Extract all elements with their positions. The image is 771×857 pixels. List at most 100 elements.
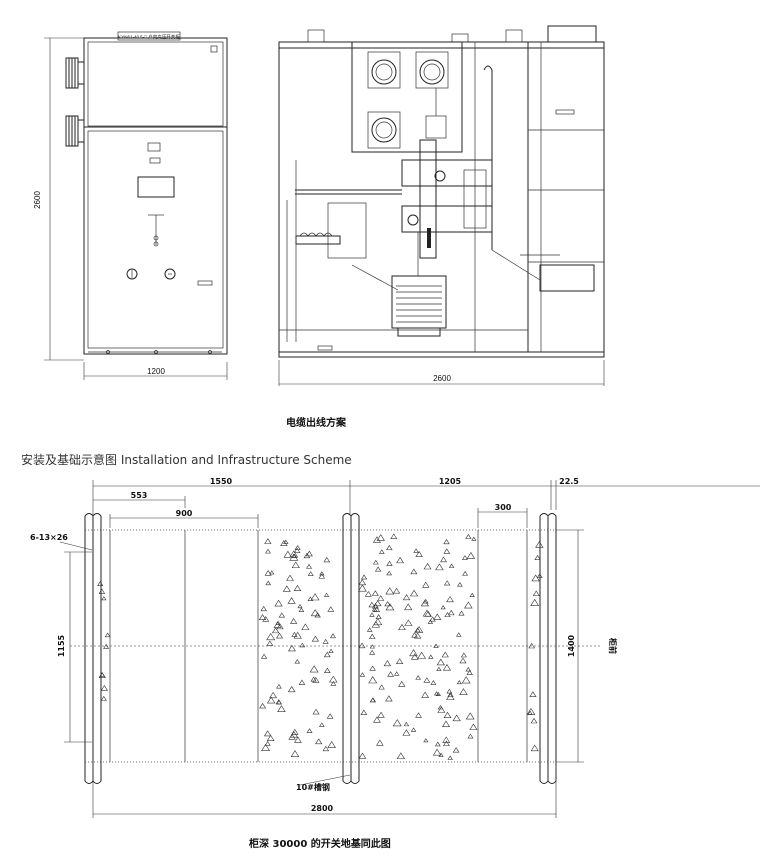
hatch-mark (276, 623, 284, 630)
hatch-mark (283, 550, 293, 558)
hatch-mark (259, 702, 267, 709)
hatch-mark (378, 684, 385, 690)
vent-grill-upper (65, 57, 85, 89)
hatch-mark (440, 556, 447, 563)
hatch-mark (99, 672, 105, 677)
hatch-mark (398, 623, 406, 631)
hatch-mark (374, 566, 382, 572)
hatch-mark (287, 644, 296, 652)
hatch-mark (410, 727, 417, 732)
hatch-mark (303, 552, 311, 559)
hatch-mark (293, 584, 302, 592)
hatch-mark (442, 736, 451, 743)
hatch-mark (441, 651, 449, 658)
hatch-mark (100, 695, 107, 701)
hatch-mark (294, 659, 301, 664)
hatch-mark (435, 691, 441, 696)
hatch-mark (444, 612, 451, 618)
hatch-mark (369, 649, 376, 655)
hatch-mark (436, 658, 445, 666)
hatch-mark (409, 589, 419, 597)
hatch-mark (324, 667, 331, 673)
hatch-mark (311, 635, 320, 642)
hatch-mark (260, 653, 268, 659)
vent-grill-lower (65, 115, 85, 147)
hatch-mark (312, 676, 320, 683)
hatch-mark (306, 728, 313, 734)
hatch-mark (442, 663, 452, 671)
hatch-mark (446, 693, 455, 701)
hatch-mark (436, 666, 442, 671)
hatch-mark (318, 722, 325, 727)
hatch-mark (413, 548, 419, 553)
hatch-mark (535, 540, 544, 548)
hatch-mark (326, 713, 334, 719)
hatch-mark (291, 553, 298, 558)
hatch-mark (262, 616, 270, 622)
hatch-mark (443, 548, 451, 554)
hatch-mark (452, 747, 460, 753)
hatch-mark (299, 642, 306, 648)
hatch-mark (459, 657, 467, 664)
hatch-mark (369, 665, 376, 671)
hatch-mark (358, 752, 367, 759)
hatch-mark (373, 716, 381, 723)
hatch-mark (462, 571, 469, 576)
hatch-mark (469, 723, 478, 730)
hatch-mark (357, 584, 367, 592)
hatch-mark (433, 691, 440, 696)
hatch-mark (465, 666, 472, 672)
hatch-mark (385, 603, 395, 611)
hatch-mark (290, 617, 298, 624)
hatch-mark (421, 691, 430, 698)
hatch-mark (527, 710, 533, 715)
hatch-mark (378, 549, 385, 554)
hatch-mark (271, 627, 280, 634)
side-width-label: 2600 (433, 374, 451, 383)
hatch-mark (392, 719, 402, 727)
hatch-mark (283, 539, 289, 544)
hatch-mark (373, 606, 381, 612)
hatch-mark (294, 736, 302, 743)
dim-1205: 1205 (439, 477, 462, 486)
hatch-mark (371, 590, 379, 596)
hatch-mark (393, 587, 401, 594)
hatch-mark (528, 642, 536, 649)
hatch-mark (402, 594, 411, 601)
hatch-mark (310, 609, 320, 617)
hatch-mark (534, 554, 541, 560)
hatch-mark (443, 538, 450, 545)
foundation-plan: 1550 1205 22.5 553 900 300 1155 6-13 (30, 477, 760, 818)
hatch-mark (369, 644, 375, 649)
hatch-mark (410, 653, 419, 660)
hatch-mark (530, 744, 539, 752)
dim-2800: 2800 (311, 804, 334, 813)
hatch-mark (103, 643, 110, 649)
hatch-mark (266, 640, 274, 646)
hatch-mark (375, 614, 382, 620)
hatch-mark (306, 563, 312, 569)
hatch-mark (411, 632, 418, 638)
hatch-mark (386, 570, 393, 576)
hatch-mark (442, 740, 450, 747)
hatch-mark (422, 581, 430, 588)
hatch-mark (396, 556, 404, 564)
hatch-mark (359, 672, 366, 677)
hatch-mark (312, 708, 320, 715)
hatch-mark (447, 691, 454, 697)
hatch-mark (294, 545, 301, 551)
hatch-mark (286, 574, 294, 581)
hatch-mark (424, 610, 432, 617)
hatch-mark (314, 612, 321, 618)
hatch-mark (448, 563, 455, 568)
channel-steel (84, 513, 557, 784)
hatch-mark (403, 721, 410, 727)
hatch-mark (466, 552, 476, 559)
hatch-mark (373, 599, 382, 607)
hatch-mark (396, 752, 406, 760)
hatch-mark (315, 738, 323, 745)
hatch-mark (287, 597, 296, 604)
hatch-mark (269, 691, 278, 699)
hatch-mark (277, 705, 286, 712)
hatch-mark (427, 619, 434, 624)
